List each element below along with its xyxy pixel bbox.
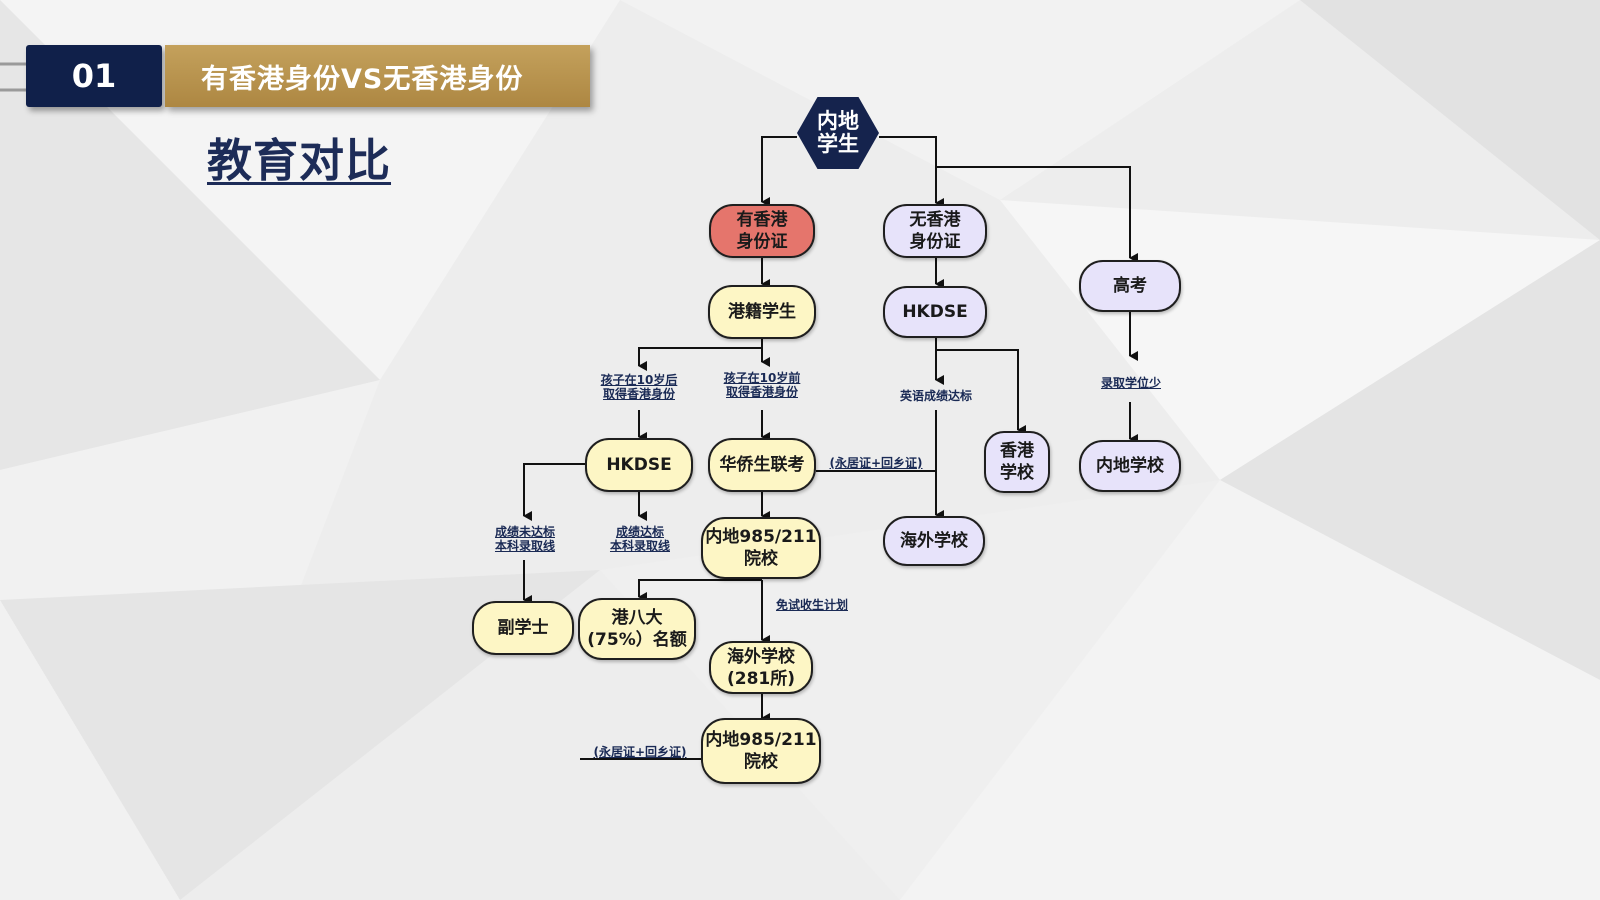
edge-root-gaokao xyxy=(936,166,1138,263)
page-title: 教育对比 xyxy=(207,134,392,187)
section-title: 有香港身份VS无香港身份 xyxy=(201,63,524,95)
edge-root-has-id xyxy=(761,136,797,207)
overseas-281-node: 海外学校 (281所) xyxy=(709,641,813,694)
huaqiao-exam-node: 华侨生联考 xyxy=(708,438,816,492)
hkdse-node-no-id: HKDSE xyxy=(883,286,987,338)
section-title-bar: 有香港身份VS无香港身份 xyxy=(165,45,590,107)
hk-top8-node: 港八大 (75%）名额 xyxy=(578,598,696,660)
label-before-10: 孩子在10岁前 取得香港身份 xyxy=(723,371,801,399)
label-fewer-spots: 录取学位少 xyxy=(1100,376,1161,390)
mainland-school-node: 内地学校 xyxy=(1079,440,1181,492)
section-number: 01 xyxy=(71,57,117,95)
label-exam-free: 免试收生计划 xyxy=(775,598,848,612)
no-hk-id-node: 无香港 身份证 xyxy=(883,204,987,258)
edge-hkstudent-split xyxy=(638,338,763,371)
label-below-line: 成绩未达标 本科录取线 xyxy=(494,525,555,553)
edge-985-hk8 xyxy=(638,579,762,602)
hkdse-node-has-id: HKDSE xyxy=(585,438,693,492)
label-english-ok: 英语成绩达标 xyxy=(899,389,972,403)
edge-hkdse-below xyxy=(523,463,586,521)
overseas-school-node: 海外学校 xyxy=(883,516,985,566)
section-number-badge: 01 xyxy=(26,45,162,107)
associate-degree-node: 副学士 xyxy=(472,601,574,655)
has-hk-id-node: 有香港 身份证 xyxy=(709,204,815,258)
edge-root-no-id xyxy=(879,136,944,208)
gaokao-node: 高考 xyxy=(1079,260,1181,312)
hk-student-node: 港籍学生 xyxy=(708,285,816,339)
edge-hkdse-hkschool xyxy=(936,349,1026,435)
mainland-985-211-node-upper: 内地985/211 院校 xyxy=(701,517,821,579)
label-permit-lower: (永居证+回乡证) xyxy=(593,745,687,759)
mainland-985-211-node-lower: 内地985/211 院校 xyxy=(701,718,821,784)
label-permit-upper: (永居证+回乡证) xyxy=(829,456,923,470)
mainland-student-node: 内地 学生 xyxy=(797,97,879,169)
label-after-10: 孩子在10岁后 取得香港身份 xyxy=(600,373,678,401)
label-above-line: 成绩达标 本科录取线 xyxy=(609,525,670,553)
hk-school-node: 香港 学校 xyxy=(984,431,1050,493)
